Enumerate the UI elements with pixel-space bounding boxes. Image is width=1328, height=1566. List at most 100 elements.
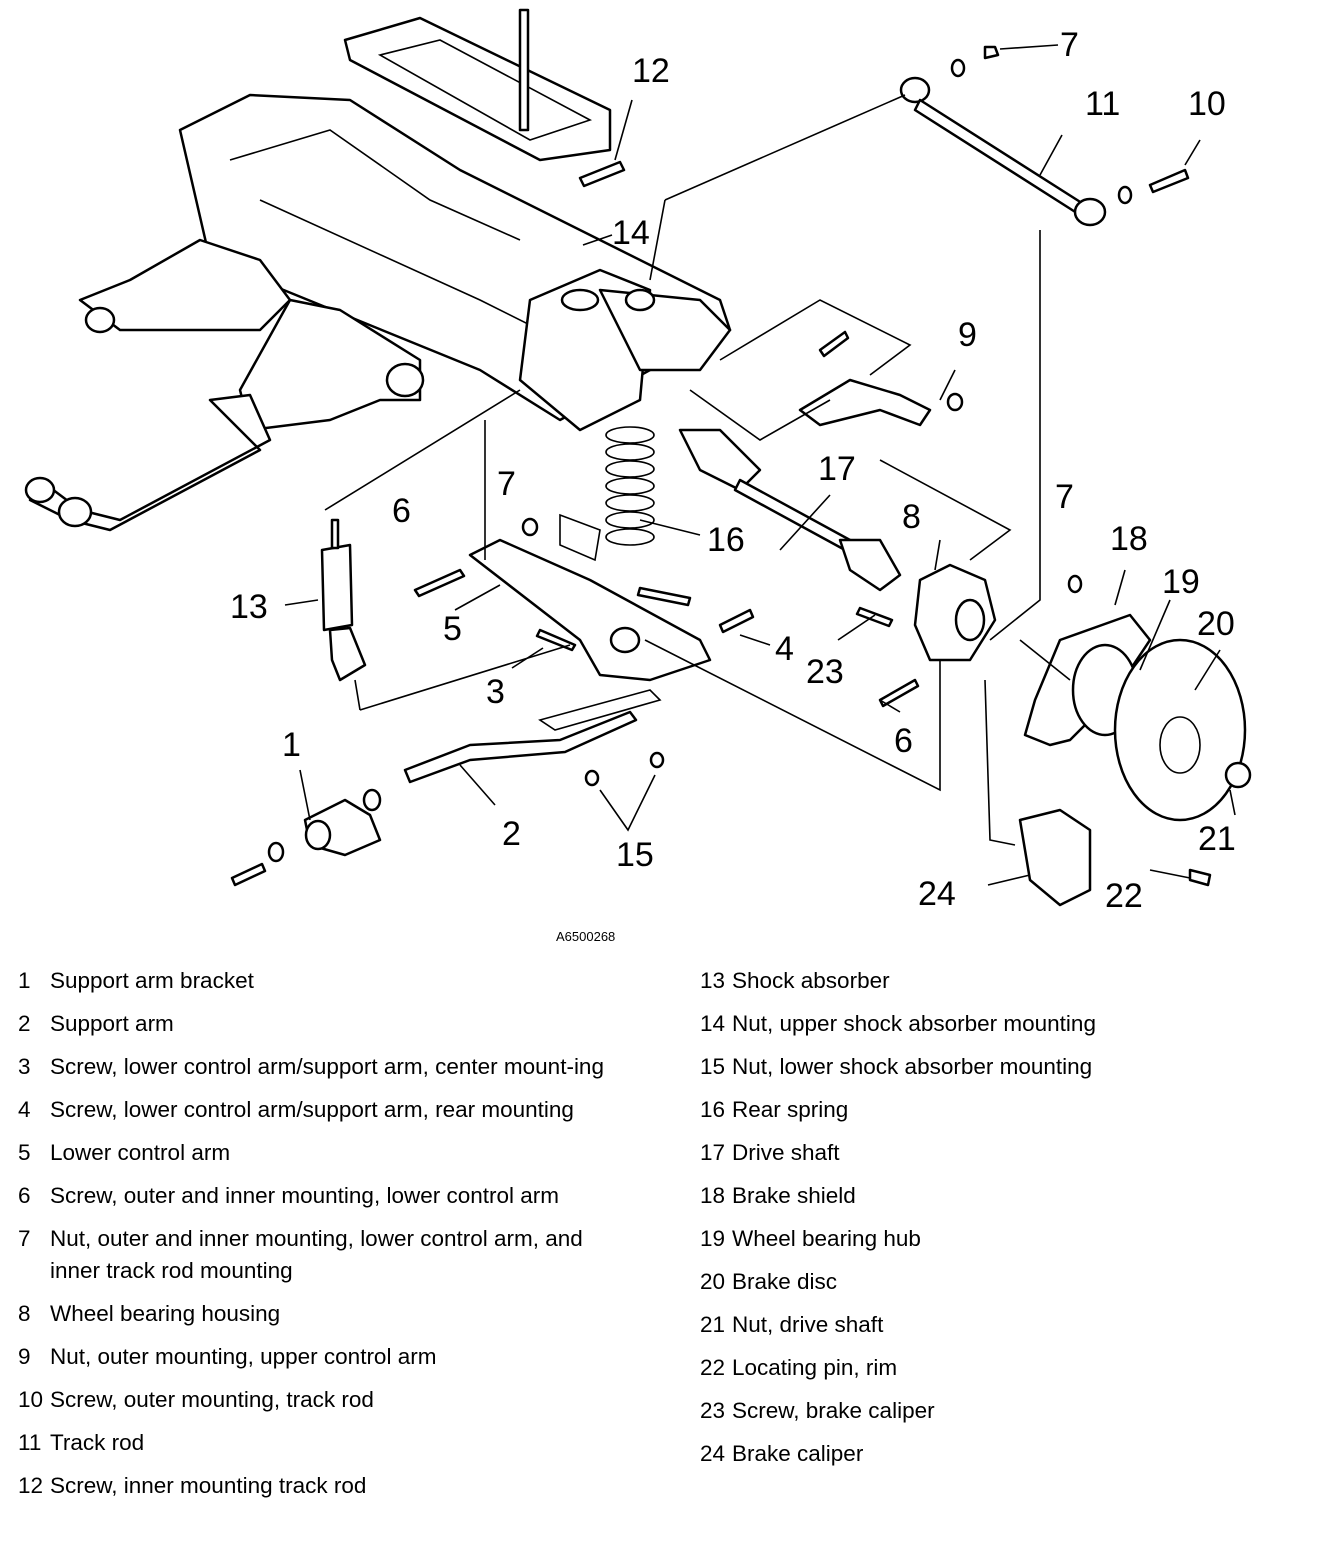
callout-16: 16 — [707, 521, 745, 559]
legend-number: 14 — [700, 1011, 726, 1036]
callout-24: 24 — [918, 875, 956, 913]
legend-number: 13 — [700, 968, 726, 993]
legend-text: Screw, lower control arm/support arm, re… — [50, 1097, 574, 1122]
wheel-bearing-housing — [855, 563, 1083, 708]
legend-number: 8 — [18, 1301, 31, 1326]
legend-number: 23 — [700, 1398, 726, 1423]
legend-text: Nut, outer and inner mounting, lower con… — [50, 1226, 583, 1283]
legend-number: 15 — [700, 1054, 726, 1079]
callout-18: 18 — [1110, 520, 1148, 558]
legend-number: 16 — [700, 1097, 726, 1122]
legend-text: Wheel bearing hub — [732, 1226, 921, 1251]
legend-text: Lower control arm — [50, 1140, 231, 1165]
callout-15: 15 — [616, 836, 654, 874]
callout-20: 20 — [1197, 605, 1235, 643]
callout-4: 4 — [775, 630, 794, 668]
callout-labels: 7 12 11 10 14 9 17 7 7 6 8 16 18 19 13 2… — [230, 26, 1236, 915]
drive-shaft — [678, 428, 902, 592]
callout-23: 23 — [806, 653, 844, 691]
legend-number: 12 — [18, 1473, 44, 1498]
legend-item: 6 Screw, outer and inner mounting, lower … — [18, 1180, 638, 1212]
legend-number: 10 — [18, 1387, 44, 1412]
legend-text: Drive shaft — [732, 1140, 840, 1165]
legend-number: 4 — [18, 1097, 31, 1122]
legend-number: 7 — [18, 1226, 31, 1251]
legend-text: Shock absorber — [732, 968, 890, 993]
upper-control-arm — [798, 330, 964, 427]
legend-number: 5 — [18, 1140, 31, 1165]
legend-number: 18 — [700, 1183, 726, 1208]
callout-11: 11 — [1085, 85, 1120, 123]
legend-number: 20 — [700, 1269, 726, 1294]
rear-subframe — [178, 16, 732, 432]
legend-number: 9 — [18, 1344, 31, 1369]
callout-17: 17 — [818, 450, 856, 488]
lower-control-arm — [413, 517, 755, 682]
track-rod — [899, 45, 1190, 227]
legend-text: Brake caliper — [732, 1441, 864, 1466]
legend-number: 3 — [18, 1054, 31, 1079]
legend-text: Screw, inner mounting track rod — [50, 1473, 367, 1498]
legend-item: 7 Nut, outer and inner mounting, lower co… — [18, 1223, 638, 1287]
legend-text: Nut, lower shock absorber mounting — [732, 1054, 1093, 1079]
legend-text: Locating pin, rim — [732, 1355, 898, 1380]
callout-22: 22 — [1105, 877, 1143, 915]
legend-item: 2 Support arm — [18, 1008, 638, 1040]
legend-number: 19 — [700, 1226, 726, 1251]
coil-spring — [605, 426, 655, 546]
callout-3: 3 — [486, 673, 505, 711]
callout-12: 12 — [632, 52, 670, 90]
figure-code: A6500268 — [556, 929, 616, 944]
callout-7-top: 7 — [1060, 26, 1079, 64]
callout-7-right: 7 — [1055, 478, 1074, 516]
shock-absorber — [320, 518, 367, 682]
legend-text: Screw, lower control arm/support arm, ce… — [50, 1054, 604, 1079]
callout-7-left: 7 — [497, 465, 516, 503]
legend-number: 21 — [700, 1312, 726, 1337]
legend-text: Brake disc — [732, 1269, 838, 1294]
legend-number: 17 — [700, 1140, 726, 1165]
legend-number: 24 — [700, 1441, 726, 1466]
legend-number: 6 — [18, 1183, 31, 1208]
differential-and-axle — [24, 238, 425, 532]
support-arm — [230, 710, 665, 887]
legend-number: 11 — [18, 1430, 42, 1455]
legend-text: Brake shield — [732, 1183, 856, 1208]
callout-8: 8 — [902, 498, 921, 536]
callout-9: 9 — [958, 316, 977, 354]
legend-text: Rear spring — [732, 1097, 849, 1122]
callout-5: 5 — [443, 610, 462, 648]
brake-caliper — [1018, 808, 1092, 907]
callout-19: 19 — [1162, 563, 1200, 601]
callout-6-left: 6 — [392, 492, 411, 530]
legend-text: Screw, brake caliper — [732, 1398, 935, 1423]
callout-13: 13 — [230, 588, 268, 626]
legend-text: Support arm bracket — [50, 968, 254, 993]
legend-text: Screw, outer mounting, track rod — [50, 1387, 374, 1412]
callout-14: 14 — [612, 214, 650, 252]
legend-text: Support arm — [50, 1011, 174, 1036]
legend-text: Screw, outer and inner mounting, lower c… — [50, 1183, 559, 1208]
legend-item: 4 Screw, lower control arm/support arm, r… — [18, 1094, 638, 1126]
callout-2: 2 — [502, 815, 521, 853]
legend-number: 2 — [18, 1011, 31, 1036]
legend-number: 22 — [700, 1355, 726, 1380]
